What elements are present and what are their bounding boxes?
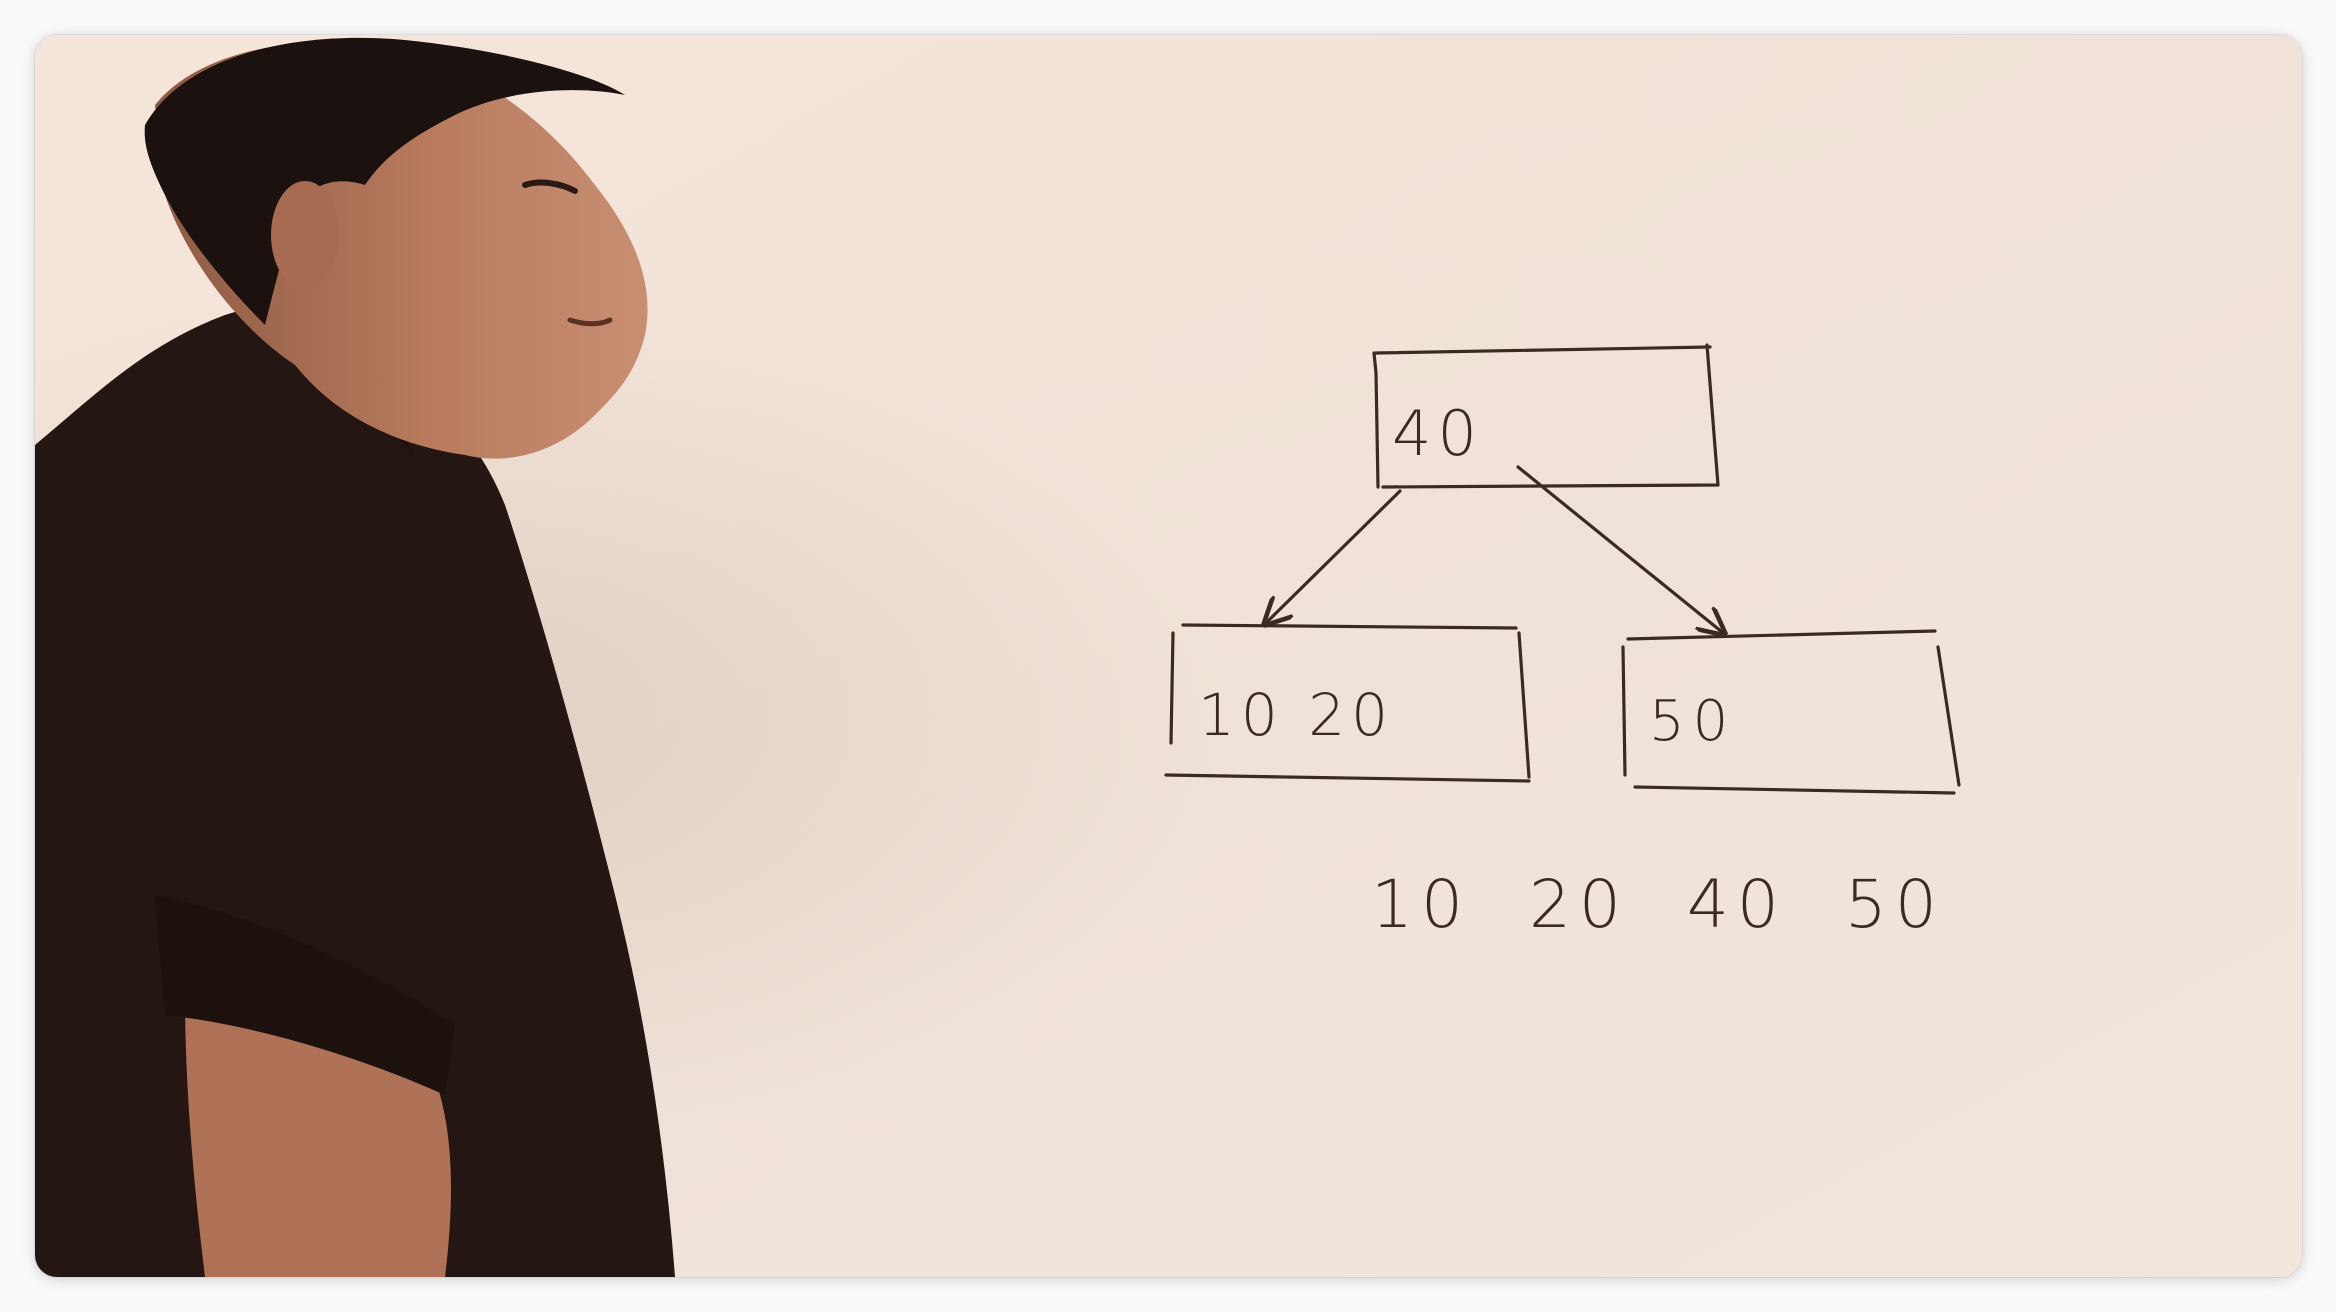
presenter-figure xyxy=(35,37,675,1277)
left-child-keys: 10 20 xyxy=(1198,681,1394,749)
whiteboard-scene: 40 10 20 50 10 20 40 50 xyxy=(35,35,2302,1277)
presenter-mouth xyxy=(567,317,613,327)
presenter-hair xyxy=(144,37,625,326)
btree-diagram xyxy=(1164,343,1961,795)
presenter-ear xyxy=(271,181,339,289)
right-child-box xyxy=(1621,629,1961,795)
right-child-keys: 50 xyxy=(1649,689,1736,754)
sorted-sequence: 10 20 40 50 xyxy=(1371,866,1945,943)
video-frame[interactable]: 40 10 20 50 10 20 40 50 xyxy=(35,35,2302,1277)
presenter-sleeve xyxy=(155,895,455,1095)
left-child-box xyxy=(1164,623,1531,783)
edge-root-left xyxy=(1267,489,1402,622)
edge-root-right xyxy=(1516,465,1722,632)
root-node-box xyxy=(1372,343,1720,489)
root-node-keys: 40 xyxy=(1392,397,1483,470)
presenter-eye xyxy=(522,179,578,194)
